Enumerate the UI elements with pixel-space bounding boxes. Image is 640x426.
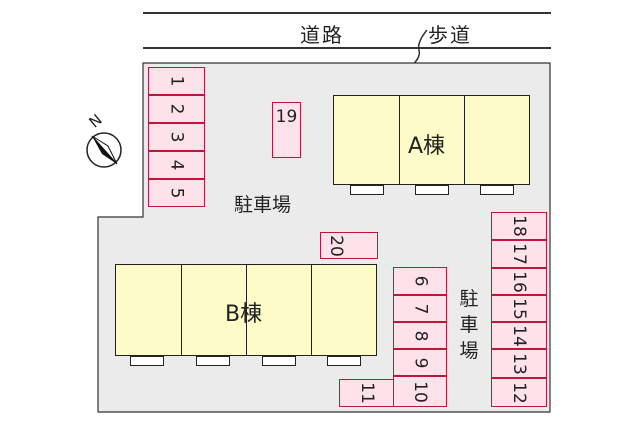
parking-slot: 6 xyxy=(393,267,447,295)
slot-number: 10 xyxy=(409,380,430,403)
slot-number: 3 xyxy=(166,131,187,143)
sidewalk-label: 歩道 xyxy=(428,23,472,47)
parking-slot: 1 xyxy=(148,67,205,95)
parking-slot: 14 xyxy=(491,322,547,349)
slot-number: 1 xyxy=(166,75,187,87)
slot-number: 17 xyxy=(508,243,529,265)
slot-number: 20 xyxy=(325,234,346,257)
building-b-entrance xyxy=(130,356,164,366)
road-edge-bottom xyxy=(143,47,551,49)
sidewalk-pointer-line xyxy=(410,29,428,67)
slot-number: 4 xyxy=(166,159,187,171)
parking-slot: 8 xyxy=(393,322,447,349)
building-b-entrance xyxy=(262,356,296,366)
building-b-entrance xyxy=(327,356,361,366)
parking-slot: 5 xyxy=(148,179,205,207)
parking-slot: 15 xyxy=(491,295,547,322)
slot-number: 14 xyxy=(508,324,529,347)
compass-arrow-icon xyxy=(86,132,122,168)
parking-slot: 2 xyxy=(148,95,205,123)
building-a-unit-1 xyxy=(333,95,400,185)
slot-number: 11 xyxy=(356,382,377,404)
compass: N xyxy=(84,110,130,174)
parking-slot: 7 xyxy=(393,295,447,322)
parking-slot: 3 xyxy=(148,123,205,151)
slot-number: 15 xyxy=(508,297,529,320)
building-a-entrance xyxy=(415,185,449,195)
parking-slot: 12 xyxy=(491,378,547,407)
building-b-label: B棟 xyxy=(225,302,263,327)
building-b-unit-4 xyxy=(311,264,377,356)
parking-slot: 11 xyxy=(339,379,394,407)
slot-number: 13 xyxy=(508,352,529,375)
slot-number: 2 xyxy=(166,103,187,115)
parking-slot: 9 xyxy=(393,349,447,376)
parking-label-right: 駐車場 xyxy=(459,288,479,362)
building-a-unit-3 xyxy=(464,95,530,185)
parking-label-center: 駐車場 xyxy=(234,194,292,216)
slot-number: 9 xyxy=(409,357,430,368)
parking-slot: 20 xyxy=(320,232,378,259)
slot-number: 16 xyxy=(508,270,529,293)
slot-number: 7 xyxy=(409,303,430,314)
slot-number: 12 xyxy=(508,381,529,404)
slot-number: 19 xyxy=(275,107,298,127)
parking-slot: 16 xyxy=(491,268,547,295)
parking-slot: 10 xyxy=(393,376,447,407)
road-edge-top xyxy=(143,12,551,14)
building-a-entrance xyxy=(350,185,384,195)
slot-number: 6 xyxy=(409,275,430,287)
slot-number: 8 xyxy=(409,330,430,341)
building-b-entrance xyxy=(196,356,230,366)
building-a-label: A棟 xyxy=(408,134,446,159)
building-a-unit-2 xyxy=(399,95,465,185)
building-b-unit-2 xyxy=(181,264,247,356)
road-label: 道路 xyxy=(300,23,344,47)
parking-slot: 4 xyxy=(148,151,205,179)
slot-number: 18 xyxy=(508,215,529,237)
building-b-unit-3 xyxy=(246,264,312,356)
building-a-entrance xyxy=(480,185,514,195)
parking-slot: 17 xyxy=(491,240,547,268)
parking-slot: 18 xyxy=(491,212,547,240)
parking-slot: 13 xyxy=(491,349,547,378)
slot-number: 5 xyxy=(166,187,187,199)
parking-slot: 19 xyxy=(272,102,301,158)
building-b-unit-1 xyxy=(115,264,182,356)
